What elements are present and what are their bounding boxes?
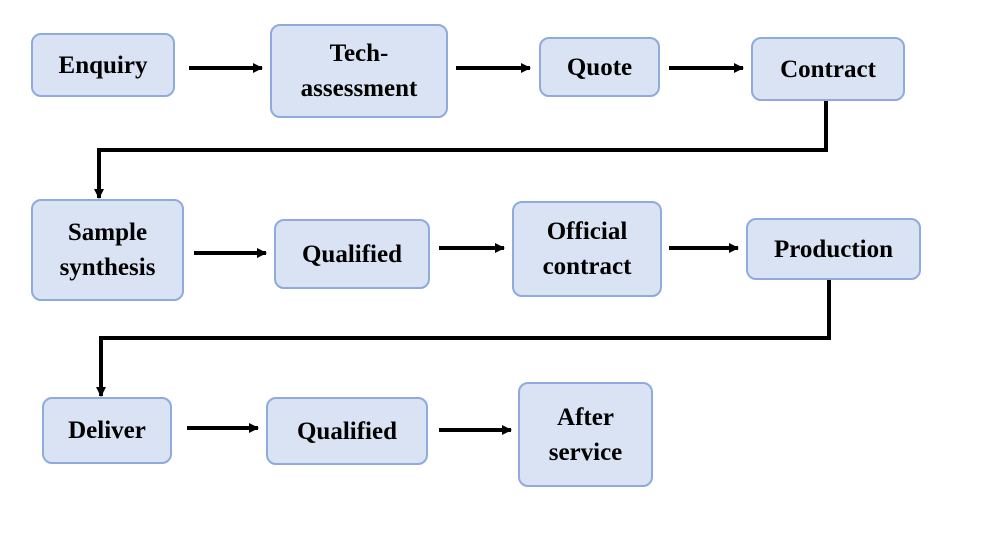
node-enquiry: Enquiry <box>31 33 175 97</box>
node-tech-assessment: Tech- assessment <box>270 24 448 118</box>
node-deliver: Deliver <box>42 397 172 464</box>
arrow-production-to-deliver <box>96 280 831 397</box>
node-qualified-1: Qualified <box>274 219 430 289</box>
arrow-contract-to-sample-synthesis <box>94 101 828 199</box>
node-quote: Quote <box>539 37 660 97</box>
node-production: Production <box>746 218 921 280</box>
node-after-service: After service <box>518 382 653 487</box>
node-qualified-2: Qualified <box>266 397 428 465</box>
node-official-contract: Official contract <box>512 201 662 297</box>
node-sample-synthesis: Sample synthesis <box>31 199 184 301</box>
node-contract: Contract <box>751 37 905 101</box>
